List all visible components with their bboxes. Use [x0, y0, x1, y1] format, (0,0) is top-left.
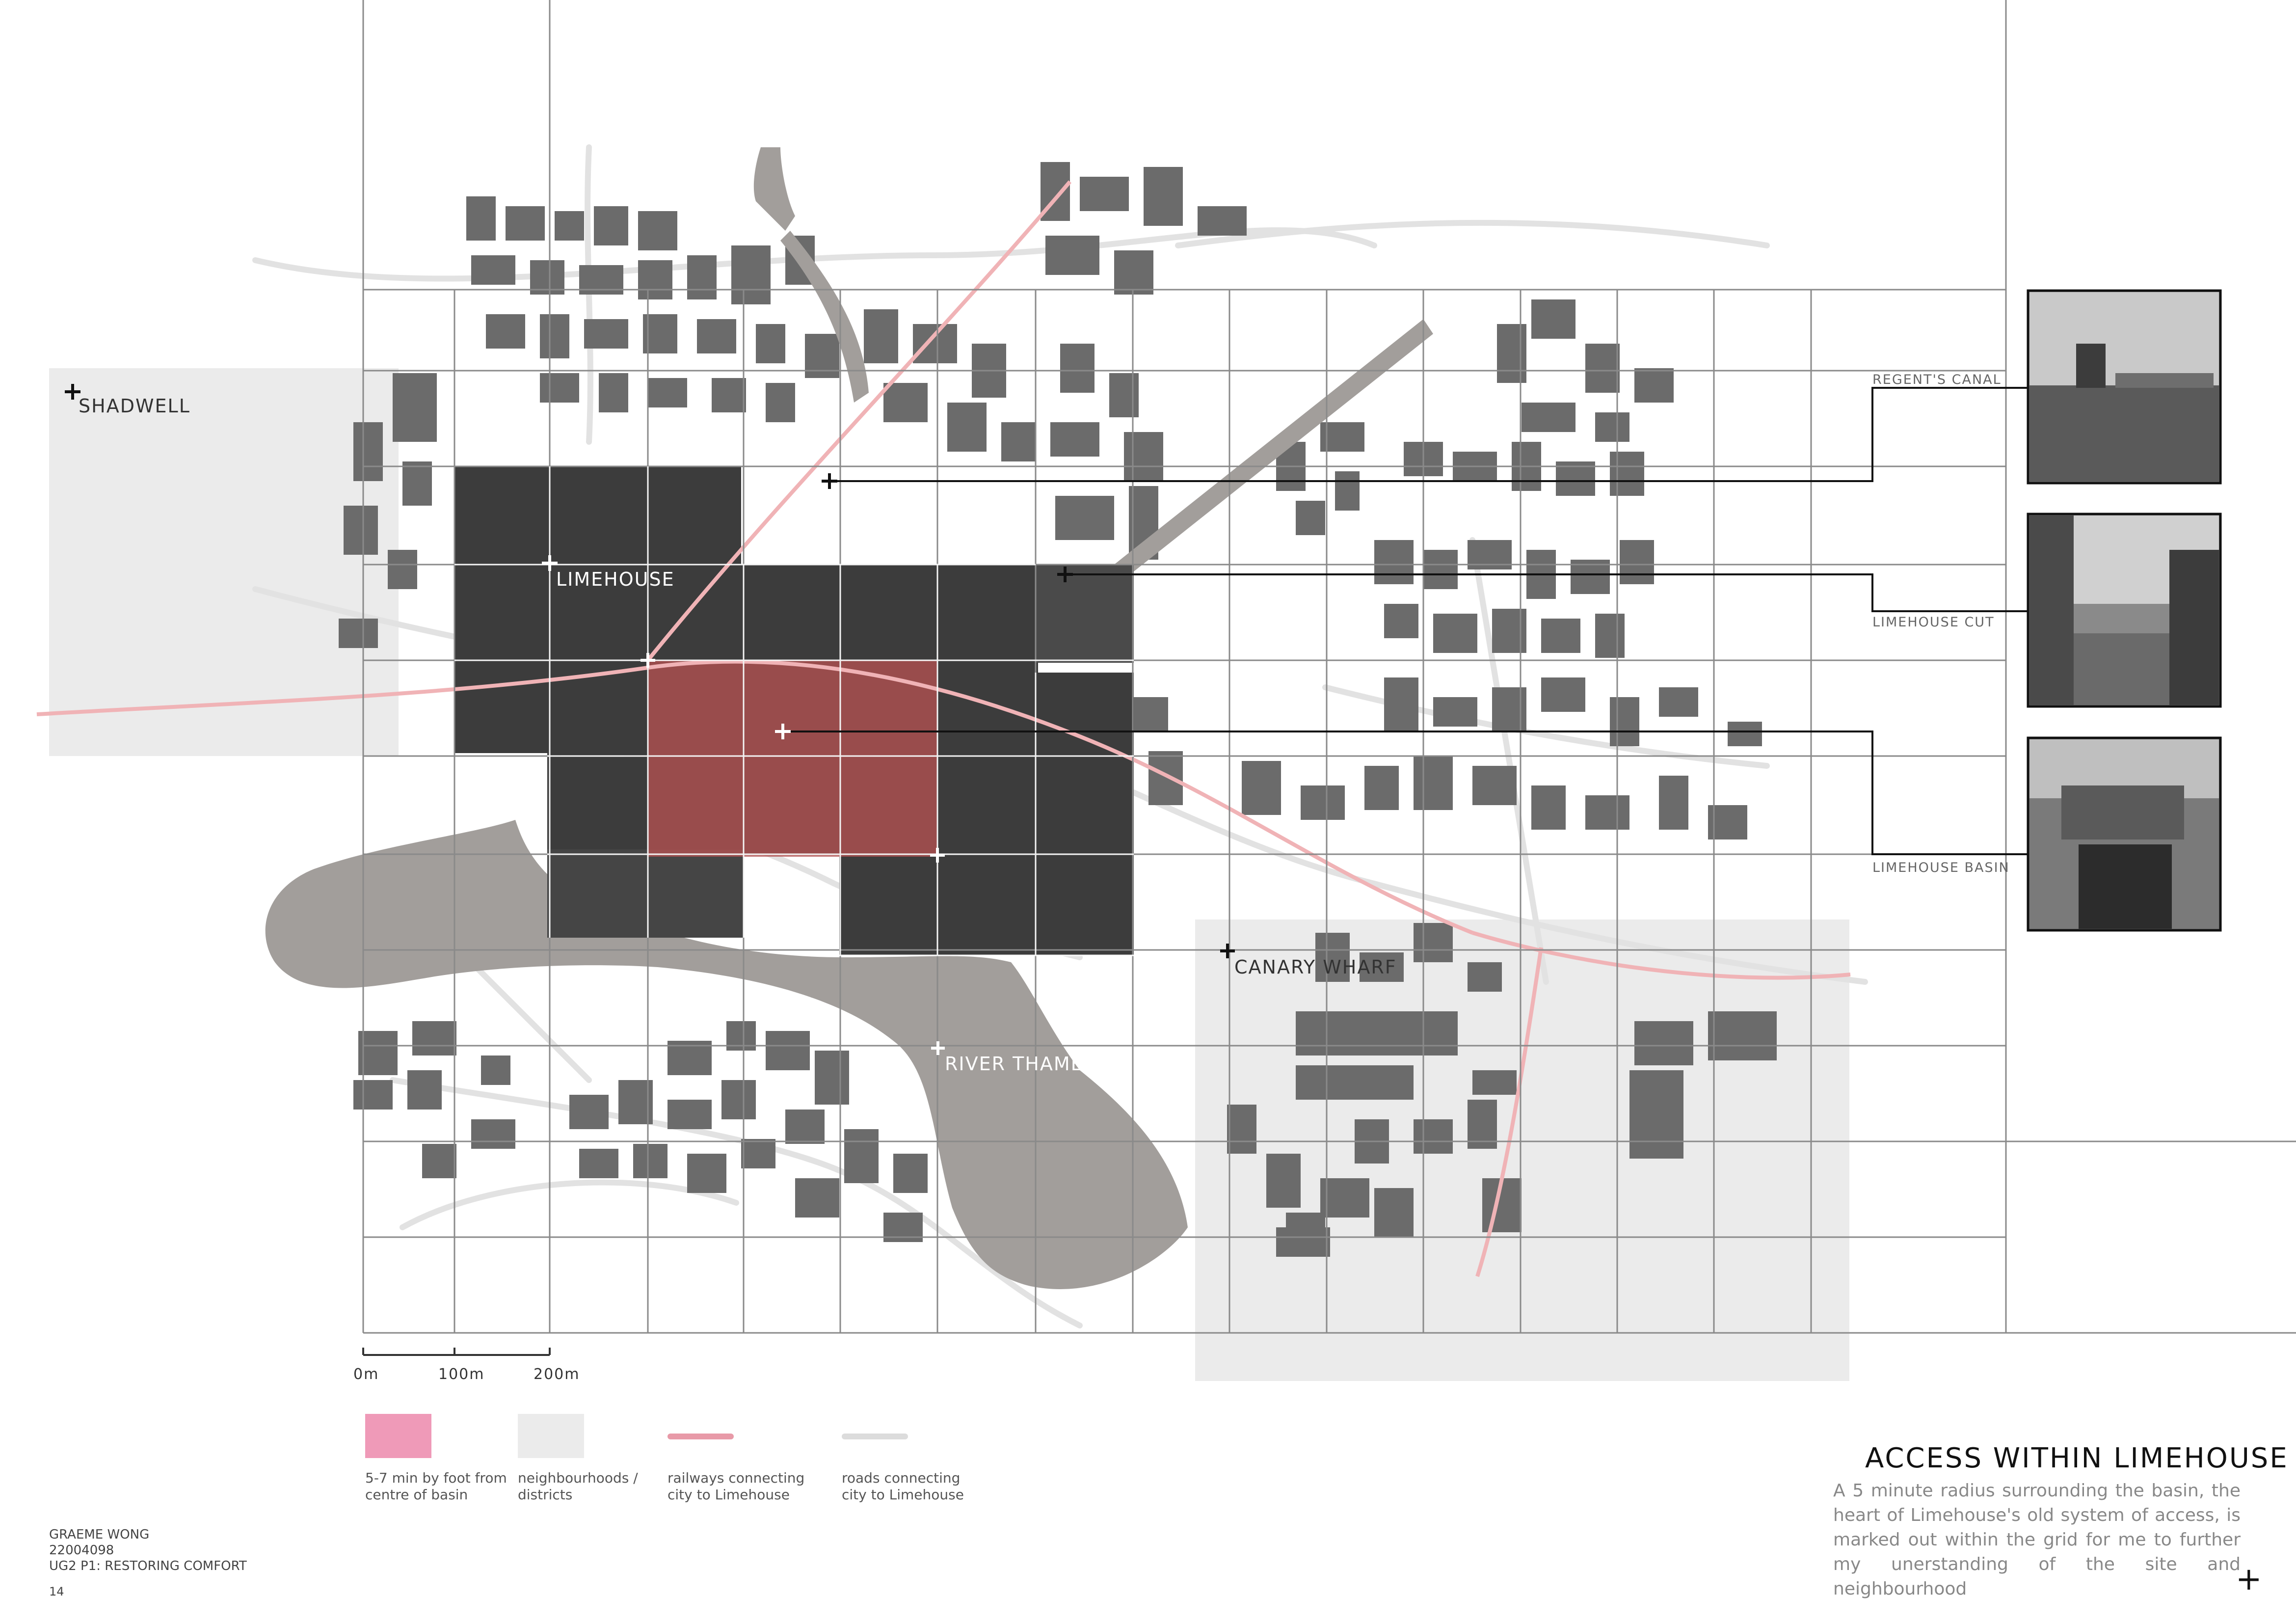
photo-regents-canal	[2027, 289, 2222, 485]
crosshair-icon	[641, 653, 655, 668]
label-limehouse: LIMEHOUSE	[556, 568, 675, 590]
legend-label-roads: roads connecting city to Limehouse	[842, 1470, 964, 1503]
crosshair-icon	[930, 848, 945, 863]
walking-radius-zone	[648, 660, 937, 857]
credit-project: UG2 P1: RESTORING COMFORT	[49, 1559, 247, 1573]
scale-bar	[362, 1348, 551, 1356]
aerial-grid	[454, 466, 1134, 956]
page-number: 14	[49, 1585, 64, 1598]
crosshair-icon	[931, 1041, 945, 1055]
page-title: ACCESS WITHIN LIMEHOUSE	[1865, 1442, 2289, 1474]
crosshair-icon	[822, 473, 837, 489]
legend-swatch-walking-radius	[365, 1414, 431, 1458]
crosshair-icon	[1057, 567, 1073, 582]
legend-label-walking-radius: 5-7 min by foot from centre of basin	[365, 1470, 507, 1503]
label-limehouse-basin: LIMEHOUSE BASIN	[1872, 860, 2010, 875]
district-canary-wharf	[1195, 920, 1849, 1381]
legend-label-districts: neighbourhoods / districts	[518, 1470, 638, 1503]
page-description: A 5 minute radius surrounding the basin,…	[1833, 1481, 2241, 1599]
map-grid	[362, 0, 2296, 1334]
crosshair-icon	[775, 724, 791, 739]
photo-limehouse-cut	[2027, 513, 2222, 708]
label-river-thames: RIVER THAMES	[945, 1053, 1096, 1075]
label-regents-canal: REGENT'S CANAL	[1872, 372, 2002, 387]
crosshair-icon	[542, 555, 558, 571]
credit-id: 22004098	[49, 1543, 114, 1558]
crosshair-icon	[1220, 944, 1235, 958]
legend-line-railways	[667, 1434, 734, 1439]
credits: GRAEME WONG 22004098 UG2 P1: RESTORING C…	[49, 1527, 247, 1574]
buildings	[339, 162, 1777, 1257]
scale-label-100: 100m	[438, 1366, 485, 1383]
label-shadwell: SHADWELL	[79, 395, 190, 417]
river-thames	[265, 820, 1188, 1289]
label-canary-wharf: CANARY WHARF	[1234, 956, 1397, 978]
railways	[36, 180, 1851, 1277]
scale-label-0: 0m	[353, 1366, 379, 1383]
credit-name: GRAEME WONG	[49, 1527, 150, 1542]
district-shadwell	[49, 368, 399, 756]
corner-plus-icon: +	[2236, 1561, 2262, 1597]
photo-limehouse-basin	[2027, 736, 2222, 932]
legend-swatch-districts	[518, 1414, 584, 1458]
rail-viaducts	[753, 147, 1433, 579]
crosshair-icon	[65, 384, 80, 400]
scale-label-200: 200m	[534, 1366, 580, 1383]
markers	[65, 384, 1235, 1055]
legend-line-roads	[842, 1434, 908, 1439]
photo-leaders	[783, 387, 2028, 855]
label-limehouse-cut: LIMEHOUSE CUT	[1872, 615, 1995, 630]
legend-label-railways: railways connecting city to Limehouse	[667, 1470, 805, 1503]
